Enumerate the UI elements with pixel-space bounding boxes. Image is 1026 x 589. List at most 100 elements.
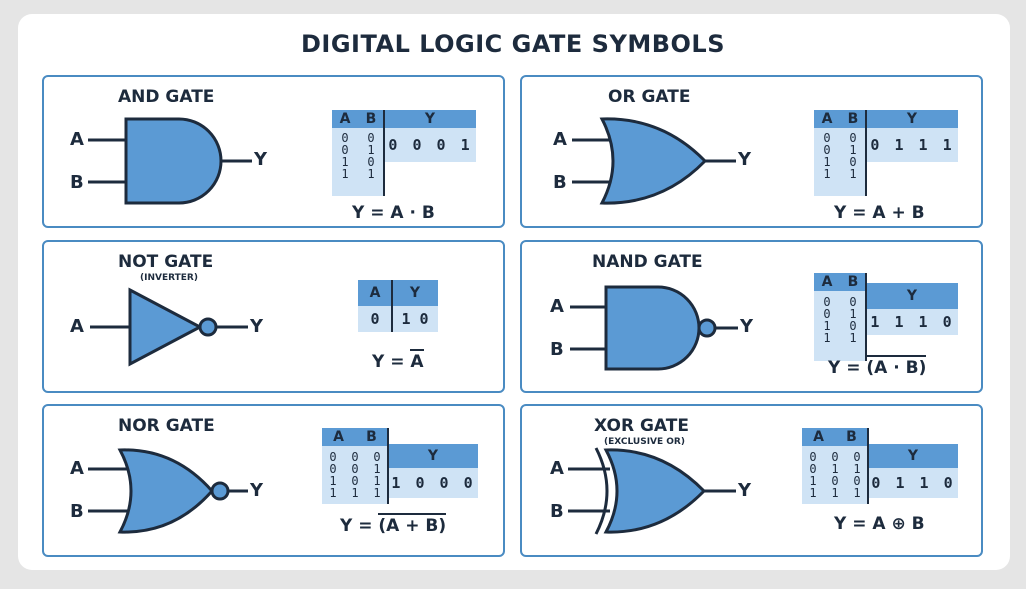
gate-shape-part	[128, 287, 204, 367]
truth-table-cell: 1	[831, 486, 839, 500]
xor-header-y: Y	[868, 444, 958, 468]
or-gate-symbol	[572, 117, 736, 205]
truth-table-cell: 0	[351, 474, 359, 488]
or-output-values: 0 1 1 1	[867, 128, 958, 162]
truth-table-cell: 0	[823, 143, 831, 157]
truth-table-cell: 1	[367, 143, 375, 157]
nor-gate-title: NOR GATE	[118, 416, 215, 436]
truth-table-cell: 1	[849, 307, 857, 321]
truth-table-cell: 1	[849, 167, 857, 181]
nand-input-b-label: B	[550, 339, 564, 360]
or-input-a-label: A	[553, 129, 567, 150]
xor-expression: Y = A ⊕ B	[834, 514, 925, 534]
nor-expression: Y = (A + B)	[340, 513, 447, 536]
truth-table-cell: 1	[373, 486, 381, 500]
nor-output-y-label: Y	[250, 480, 264, 501]
nand-table-header: A B	[814, 273, 866, 291]
or-header-b: B	[847, 111, 859, 127]
xor-gate-title: XOR GATE	[594, 416, 689, 436]
truth-table-cell: 0	[849, 319, 857, 333]
truth-table-cell: 1	[341, 167, 349, 181]
truth-table-cell: 1	[823, 331, 831, 345]
gate-shape-part	[603, 448, 707, 534]
truth-table-cell: 1	[373, 462, 381, 476]
not-input-value: 0	[370, 310, 380, 328]
truth-table-cell: 0	[341, 143, 349, 157]
nand-output-y-label: Y	[740, 316, 754, 337]
nor-output-values: 1 0 0 0	[389, 468, 478, 498]
expression-part: Y =	[828, 358, 867, 378]
truth-table-cell: 0	[367, 155, 375, 169]
and-input-b-label: B	[70, 172, 84, 193]
truth-table-cell: 0	[823, 307, 831, 321]
nor-input-b-label: B	[70, 501, 84, 522]
xor-gate-subtitle: (EXCLUSIVE OR)	[604, 437, 685, 447]
or-header-y: Y	[866, 110, 958, 128]
truth-table-cell: 1	[831, 462, 839, 476]
nand-gate-title: NAND GATE	[592, 252, 703, 272]
truth-table-cell: 0	[329, 450, 337, 464]
nor-header-b: B	[366, 429, 377, 445]
page-title: DIGITAL LOGIC GATE SYMBOLS	[301, 30, 725, 58]
not-output-y-label: Y	[250, 316, 264, 337]
and-table-header: A B	[332, 110, 384, 128]
and-gate-symbol	[88, 117, 252, 205]
not-gate-title: NOT GATE	[118, 252, 214, 272]
and-gate-title: AND GATE	[118, 87, 215, 107]
not-table-header: A Y	[358, 280, 438, 306]
nand-gate-symbol	[570, 285, 738, 371]
truth-table-cell: 0	[367, 131, 375, 145]
expression-part: (A + B)	[378, 513, 447, 536]
gate-shape-part	[124, 117, 223, 205]
nand-header-b: B	[847, 274, 859, 290]
nor-header-y: Y	[388, 444, 478, 468]
truth-table-cell: 0	[341, 131, 349, 145]
not-input-a-label: A	[70, 316, 84, 337]
or-table-header: A B	[814, 110, 866, 128]
expression-part: (A · B)	[866, 355, 927, 378]
xor-gate-symbol	[568, 447, 736, 535]
truth-table-cell: 0	[849, 295, 857, 309]
truth-table-cell: 1	[329, 486, 337, 500]
and-header-y: Y	[384, 110, 476, 128]
nor-table-header: A B	[322, 428, 388, 446]
truth-table-cell: 0	[849, 131, 857, 145]
nand-header-y: Y	[866, 283, 958, 309]
xor-table-divider	[867, 428, 869, 504]
xor-output-y-label: Y	[738, 480, 752, 501]
xor-input-a-label: A	[550, 458, 564, 479]
nor-gate-symbol	[88, 448, 248, 534]
or-gate-title: OR GATE	[608, 87, 691, 107]
and-header-b: B	[365, 111, 377, 127]
and-output-y-label: Y	[254, 149, 268, 170]
truth-table-cell: 0	[823, 131, 831, 145]
not-gate-symbol	[90, 287, 248, 367]
truth-table-cell: 1	[849, 143, 857, 157]
expression-part: Y =	[372, 352, 411, 372]
nand-input-a-label: A	[550, 296, 564, 317]
or-output-y-label: Y	[738, 149, 752, 170]
xor-table-header: A B	[802, 428, 868, 446]
